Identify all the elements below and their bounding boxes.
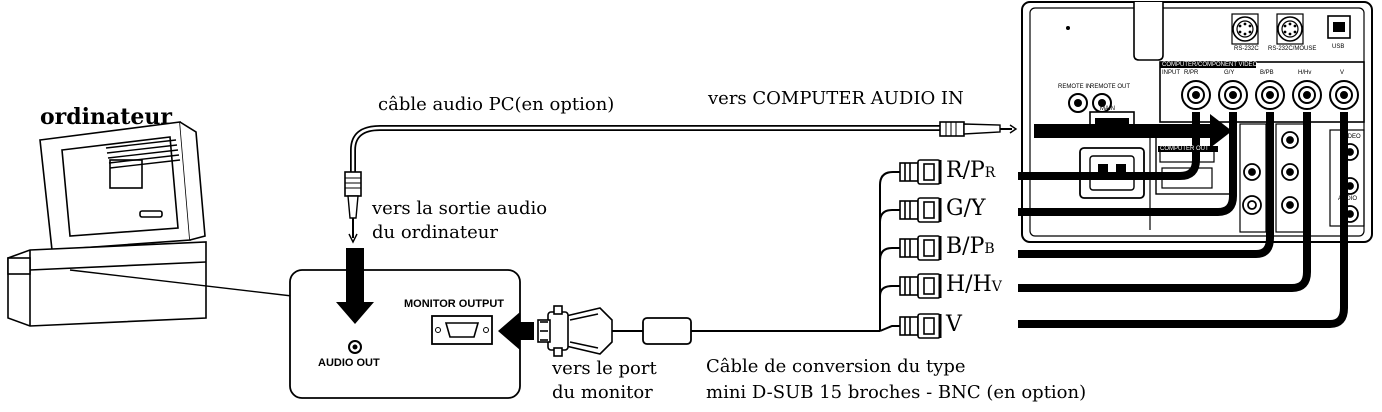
- main-label: MAIN: [1100, 106, 1115, 112]
- dsub-plug: [537, 305, 613, 357]
- col-label-r: R/PR: [1184, 70, 1199, 76]
- conversion-cable-label-1: Câble de conversion du type: [706, 356, 966, 377]
- video-label: VIDEO: [1342, 134, 1361, 140]
- monitor-output-label: MONITOR OUTPUT: [404, 298, 505, 310]
- audio-jack-arrow: [336, 248, 374, 324]
- col-label-h: H/Hv: [1298, 70, 1312, 76]
- rs232c-mouse-label: RS-232C/MOUSE: [1268, 46, 1317, 52]
- audio-panel-label: AUDIO: [1338, 196, 1358, 202]
- computer-label: ordinateur: [40, 104, 172, 130]
- bnc-plugs: [899, 159, 942, 339]
- bnc-panel-cables: [1018, 112, 1348, 328]
- computer-out-label: COMPUTER OUT: [1160, 146, 1209, 152]
- component-video-label: COMPUTER/COMPONENT VIDEO: [1162, 62, 1258, 68]
- remote-in-label: REMOTE IN: [1058, 84, 1092, 90]
- bnc-label-v: V: [946, 312, 962, 337]
- monitor-output-arrow: [498, 312, 534, 350]
- col-label-b: B/PB: [1260, 70, 1274, 76]
- bnc-cable-bundle: [690, 171, 900, 332]
- audio-cable: [344, 121, 1018, 244]
- audio-in-label: vers COMPUTER AUDIO IN: [708, 88, 964, 109]
- audio-out-label-1: vers la sortie audio: [372, 198, 548, 219]
- computer-link-line: [69, 269, 293, 297]
- input2-label: INPUT 2: [1160, 134, 1183, 140]
- bnc-label-h: H/HV: [946, 272, 1002, 297]
- audio-cable-label: câble audio PC(en option): [378, 94, 615, 115]
- input-label: INPUT: [1162, 70, 1180, 76]
- computer-connector-panel: [289, 269, 521, 399]
- rs232c-label: RS-232C: [1234, 46, 1259, 52]
- usb-label: USB: [1332, 44, 1345, 50]
- col-label-v: V: [1340, 70, 1345, 76]
- col-label-g: G/Y: [1224, 70, 1235, 76]
- audio-in-arrow: [1034, 114, 1232, 148]
- remote-out-label: REMOTE OUT: [1090, 84, 1130, 90]
- bnc-label-b: B/PB: [946, 234, 995, 259]
- monitor-port-label-1: vers le port: [552, 358, 657, 379]
- bnc-label-g: G/Y: [946, 196, 986, 221]
- computer-illustration: [7, 121, 207, 327]
- monitor-port-label-2: du monitor: [552, 382, 653, 403]
- converter-box: [642, 317, 692, 345]
- bnc-label-r: R/PR: [946, 158, 996, 183]
- audio-out-label-2: du ordinateur: [372, 222, 498, 243]
- audio-out-jack-label: AUDIO OUT: [318, 357, 380, 369]
- conversion-cable-label-2: mini D-SUB 15 broches - BNC (en option): [706, 382, 1087, 403]
